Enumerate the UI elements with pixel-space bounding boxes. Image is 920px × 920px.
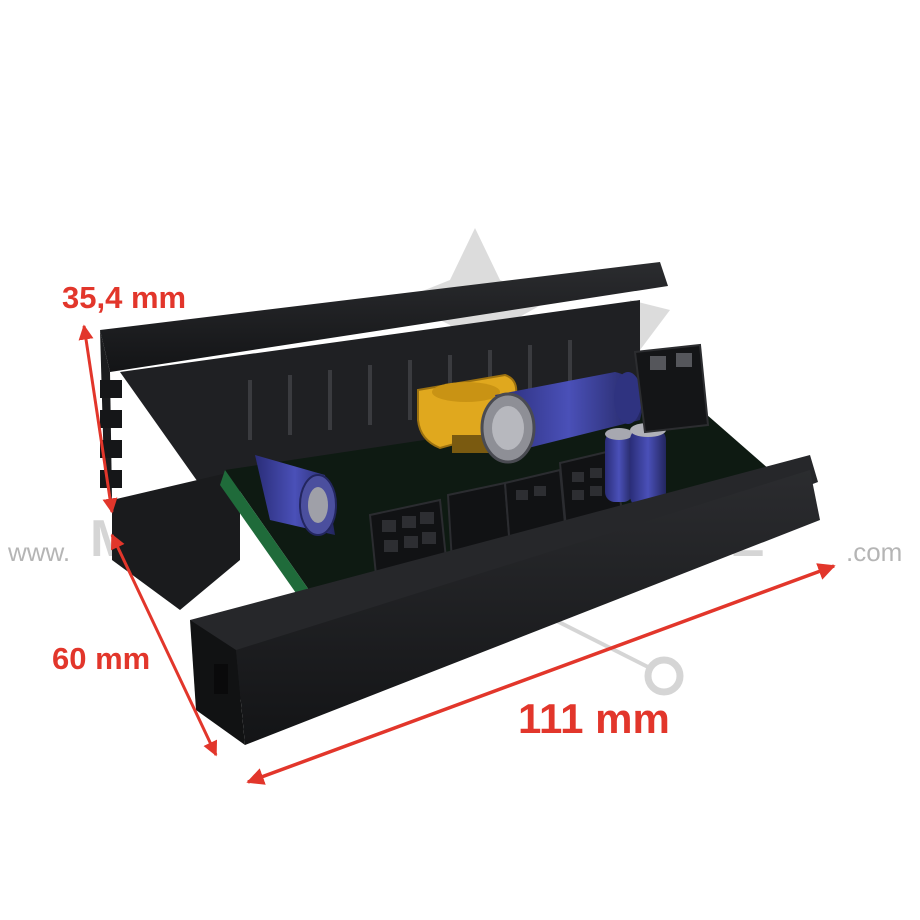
dimension-arrow-icon	[78, 324, 836, 785]
capacitor-large	[480, 372, 643, 464]
watermark-prefix: www.	[8, 537, 71, 567]
depth-dimension-label: 60 mm	[52, 641, 151, 676]
watermark-suffix: .com	[846, 537, 903, 567]
motor-controller-image	[100, 262, 820, 745]
power-connector	[633, 343, 710, 434]
length-arrow	[246, 563, 836, 785]
height-arrow	[78, 324, 118, 514]
height-dimension-label: 35,4 mm	[62, 280, 187, 315]
length-dimension-label: 111 mm	[518, 695, 670, 742]
depth-arrow	[110, 533, 218, 757]
capacitor-small-left	[255, 455, 337, 536]
capacitor-small-right	[605, 423, 666, 508]
